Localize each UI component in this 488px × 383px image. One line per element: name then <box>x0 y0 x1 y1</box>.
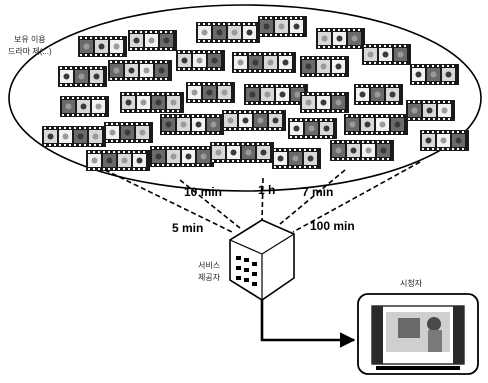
library-label-line-2: 드라마 제(...) <box>8 48 52 56</box>
film-strip-icon <box>410 64 459 85</box>
film-strip-icon <box>128 30 177 51</box>
film-strip-icon <box>232 52 296 73</box>
film-strip-icon <box>244 84 308 105</box>
request-link-5min <box>105 170 232 232</box>
duration-1h: 1 h <box>258 184 275 196</box>
television-icon <box>358 294 478 374</box>
film-strip-icon <box>60 96 109 117</box>
film-strip-icon <box>160 114 224 135</box>
film-strip-icon <box>222 110 286 131</box>
film-strip-icon <box>258 16 307 37</box>
film-strip-icon <box>108 60 172 81</box>
film-strip-collection <box>42 16 469 171</box>
duration-7min: 7 min <box>302 186 333 198</box>
film-strip-icon <box>210 142 274 163</box>
film-strip-icon <box>58 66 107 87</box>
film-strip-icon <box>420 130 469 151</box>
film-strip-icon <box>196 22 260 43</box>
duration-100min: 100 min <box>310 220 355 232</box>
film-strip-icon <box>86 150 150 171</box>
film-strip-icon <box>42 126 106 147</box>
film-strip-icon <box>300 56 349 77</box>
library-label-line-1: 보유 이용 <box>14 36 46 44</box>
film-strip-icon <box>288 118 337 139</box>
film-strip-icon <box>150 146 214 167</box>
duration-10min: 10 min <box>184 186 222 198</box>
film-strip-icon <box>78 36 127 57</box>
server-label-line-1: 서비스 <box>198 262 220 270</box>
film-strip-icon <box>316 28 365 49</box>
delivery-line <box>262 300 354 340</box>
film-strip-icon <box>176 50 225 71</box>
film-strip-icon <box>104 122 153 143</box>
film-strip-icon <box>362 44 411 65</box>
film-strip-icon <box>300 92 349 113</box>
viewer-label: 시청자 <box>400 280 422 288</box>
film-strip-icon <box>330 140 394 161</box>
server-cube-icon <box>230 220 294 300</box>
film-strip-icon <box>406 100 455 121</box>
film-strip-icon <box>344 114 408 135</box>
film-strip-icon <box>354 84 403 105</box>
film-strip-icon <box>272 148 321 169</box>
film-strip-icon <box>186 82 235 103</box>
film-strip-icon <box>120 92 184 113</box>
server-label-line-2: 제공자 <box>198 274 220 282</box>
duration-5min: 5 min <box>172 222 203 234</box>
